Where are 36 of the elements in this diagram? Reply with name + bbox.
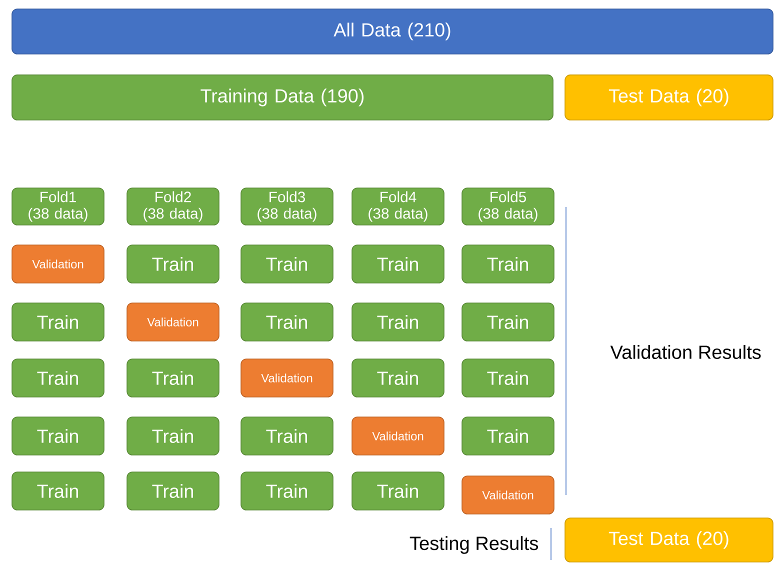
- fold-box: Fold4 (38 data): [352, 188, 444, 226]
- train-box: Train: [126, 358, 220, 398]
- train-box: Train: [462, 358, 554, 398]
- validation-box: Validation: [240, 358, 334, 398]
- train-box: Train: [12, 416, 104, 456]
- fold-box: Fold2 (38 data): [126, 188, 220, 226]
- train-box: Train: [462, 416, 554, 456]
- bracket-label: Testing Results: [410, 536, 538, 554]
- train-box: Train: [240, 302, 334, 342]
- train-box: Train: [352, 472, 444, 510]
- validation-box: Validation: [126, 302, 220, 342]
- train-box: Train: [352, 358, 444, 398]
- train-box: Train: [126, 472, 220, 510]
- train-box: Train: [126, 416, 220, 456]
- data-bar: Training Data (190): [12, 74, 554, 120]
- data-bar: Test Data (20): [564, 74, 774, 120]
- train-box: Train: [240, 244, 334, 284]
- data-bar: All Data (210): [12, 8, 774, 54]
- train-box: Train: [462, 302, 554, 342]
- fold-box: Fold3 (38 data): [240, 188, 334, 226]
- train-box: Train: [240, 416, 334, 456]
- data-bar: Test Data (20): [564, 518, 774, 562]
- bracket-label: Validation Results: [610, 344, 761, 359]
- train-box: Train: [352, 244, 444, 284]
- fold-box: Fold1 (38 data): [12, 188, 104, 226]
- train-box: Train: [126, 244, 220, 284]
- validation-box: Validation: [12, 244, 104, 284]
- train-box: Train: [12, 358, 104, 398]
- train-box: Train: [12, 472, 104, 510]
- train-box: Train: [12, 302, 104, 342]
- train-box: Train: [240, 472, 334, 510]
- fold-box: Fold5 (38 data): [462, 188, 554, 226]
- validation-box: Validation: [462, 476, 554, 514]
- validation-box: Validation: [352, 416, 444, 456]
- train-box: Train: [352, 302, 444, 342]
- train-box: Train: [462, 244, 554, 284]
